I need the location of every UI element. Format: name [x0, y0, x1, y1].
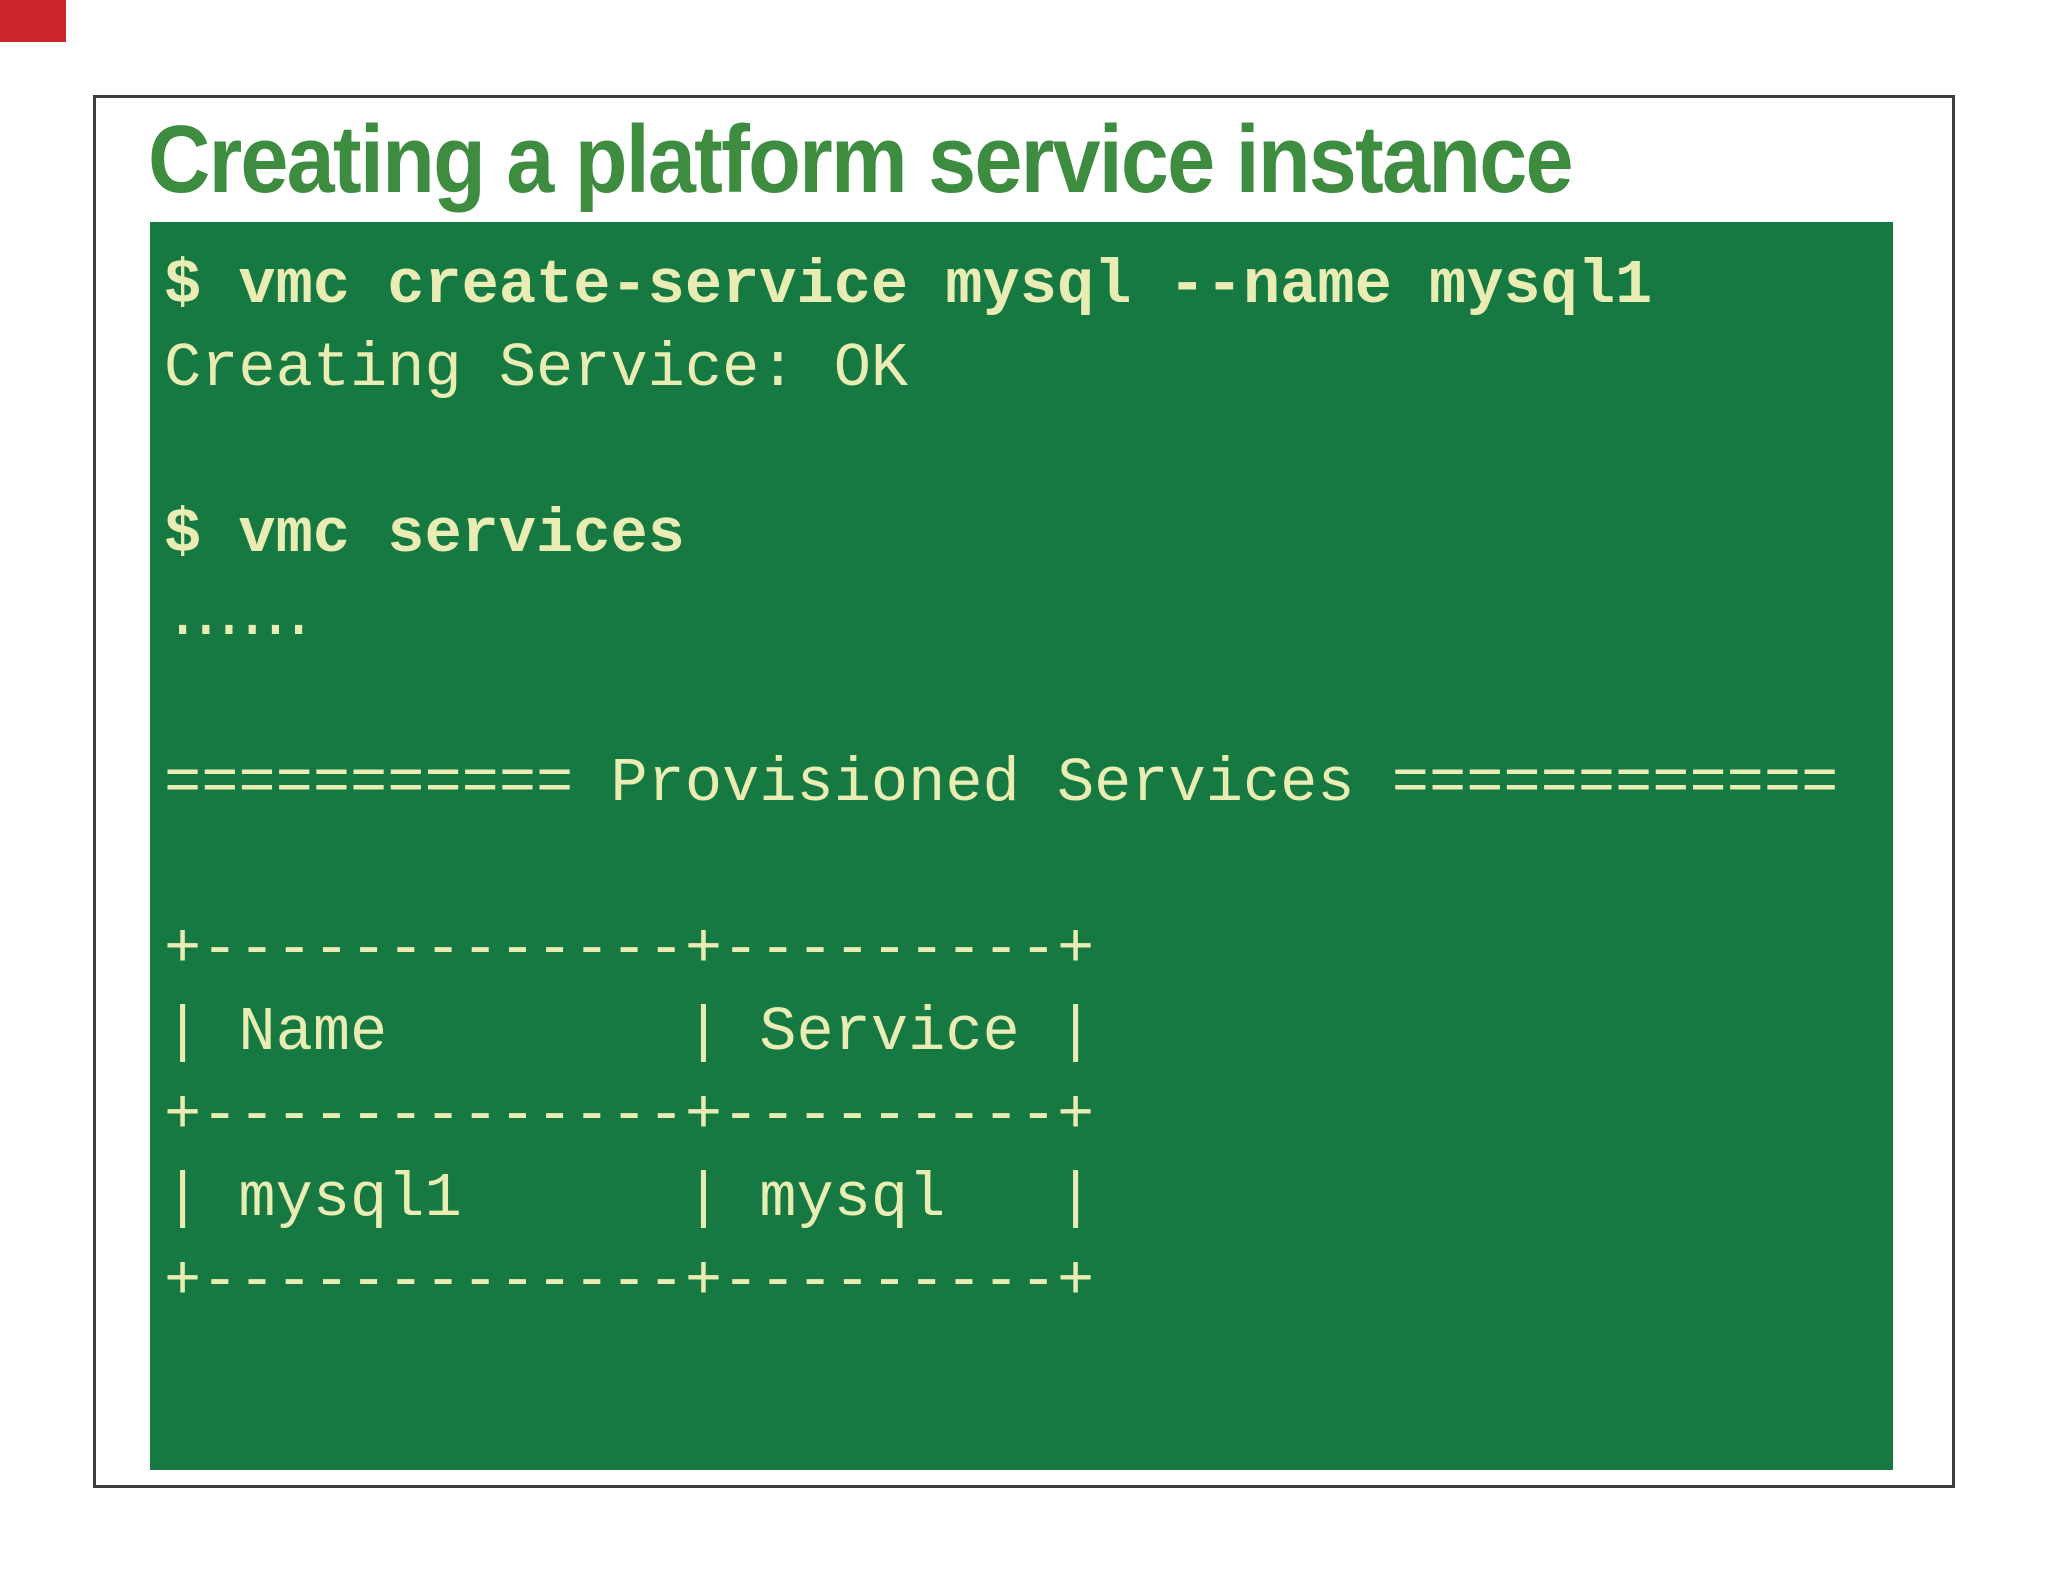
terminal-line-provisioned-services-heading: =========== Provisioned Services =======… — [164, 748, 1839, 819]
terminal-line-command-services: $ vmc services — [164, 499, 685, 570]
terminal-line-creating-service-ok: Creating Service: OK — [164, 333, 909, 404]
terminal-table-header-row: | Name | Service | — [164, 997, 1095, 1068]
terminal-line-ellipsis: ...... — [164, 582, 317, 653]
terminal-table-data-row: | mysql1 | mysql | — [164, 1163, 1095, 1234]
terminal-output-panel: $ vmc create-service mysql --name mysql1… — [150, 222, 1893, 1470]
red-corner-marker — [0, 0, 66, 42]
terminal-table-border-top: +-------------+---------+ — [164, 914, 1095, 985]
terminal-line-blank — [164, 659, 1893, 742]
terminal-table-border-middle: +-------------+---------+ — [164, 1080, 1095, 1151]
page-title: Creating a platform service instance — [148, 106, 1574, 213]
terminal-line-command-create-service: $ vmc create-service mysql --name mysql1 — [164, 250, 1653, 321]
terminal-line-blank — [164, 825, 1893, 908]
terminal-table-border-bottom: +-------------+---------+ — [164, 1246, 1095, 1317]
terminal-line-blank — [164, 410, 1893, 493]
